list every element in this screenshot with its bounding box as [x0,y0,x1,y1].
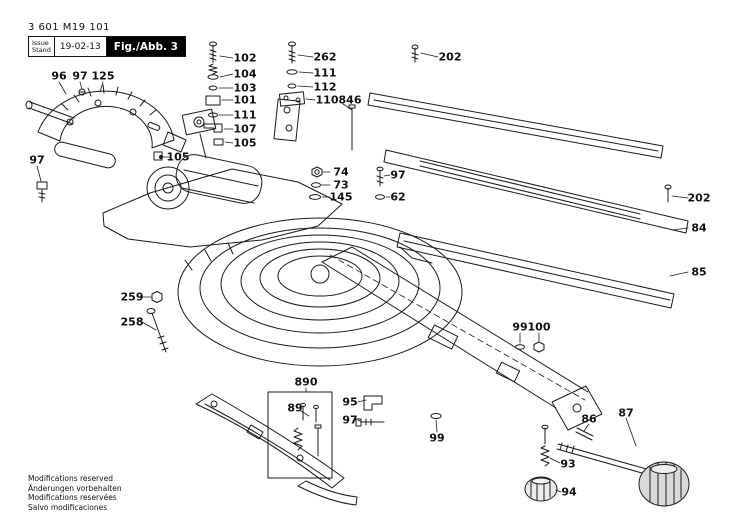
issue-label-en: Issue [32,38,49,47]
note-de: Änderungen vorbehalten [28,483,122,493]
issue-box: Issue Stand 19-02-13 Fig./Abb. 3 [28,36,186,57]
issue-label: Issue Stand [29,37,55,56]
leader-lines [36,52,689,493]
note-en: Modifications reserved [28,474,113,483]
note-es: Salvo modificaciones [28,502,108,512]
part-number: 3 601 M19 101 [28,22,110,33]
fasteners-drawing [146,166,545,353]
kit-890-drawing [267,391,442,479]
blade-guard-drawing [25,84,187,203]
issue-date: 19-02-13 [55,37,107,56]
motor-assembly-drawing [146,98,301,210]
figure-label: Fig./Abb. 3 [106,37,185,56]
turntable-base-drawing [102,168,463,367]
drawing-header: 3 601 M19 101 Issue Stand 19-02-13 Fig./… [28,22,186,57]
fence-rails-drawing [367,44,689,309]
note-fr: Modifications reservées [28,493,117,502]
issue-label-de: Stand [32,45,51,54]
slide-carriage-drawing [321,246,603,431]
rod-and-knobs-drawing [524,424,690,507]
hardware-column-left [153,41,224,161]
hardware-column-mid [278,41,356,151]
modification-notes: Modifications reserved Änderungen vorbeh… [28,474,122,512]
support-arm-drawing [195,393,358,506]
